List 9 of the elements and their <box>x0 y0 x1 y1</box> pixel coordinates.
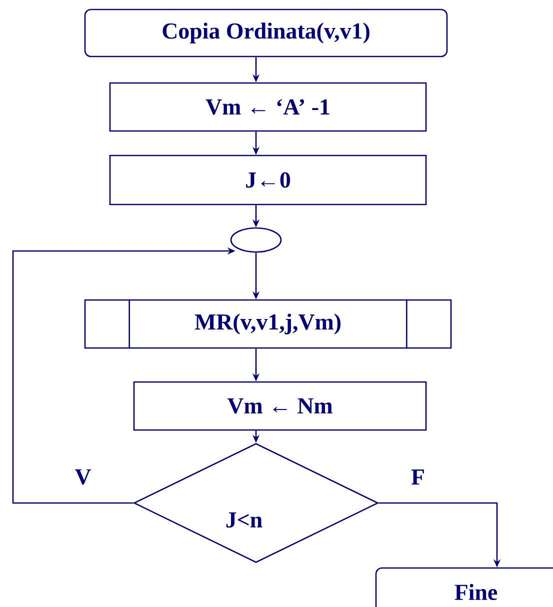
process-box: Vm ← Nm <box>133 381 427 431</box>
connector-ellipse <box>230 227 282 253</box>
terminal-box: Fine <box>375 567 553 607</box>
edge-label: V <box>74 468 92 486</box>
edge-label: F <box>410 468 426 486</box>
process-box: Vm ← ‘A’ -1 <box>109 82 427 132</box>
subroutine-box: MR(v,v1,j,Vm) <box>84 298 452 350</box>
terminal-box: Copia Ordinata(v,v1) <box>84 8 448 58</box>
process-box: J←0 <box>109 154 427 206</box>
